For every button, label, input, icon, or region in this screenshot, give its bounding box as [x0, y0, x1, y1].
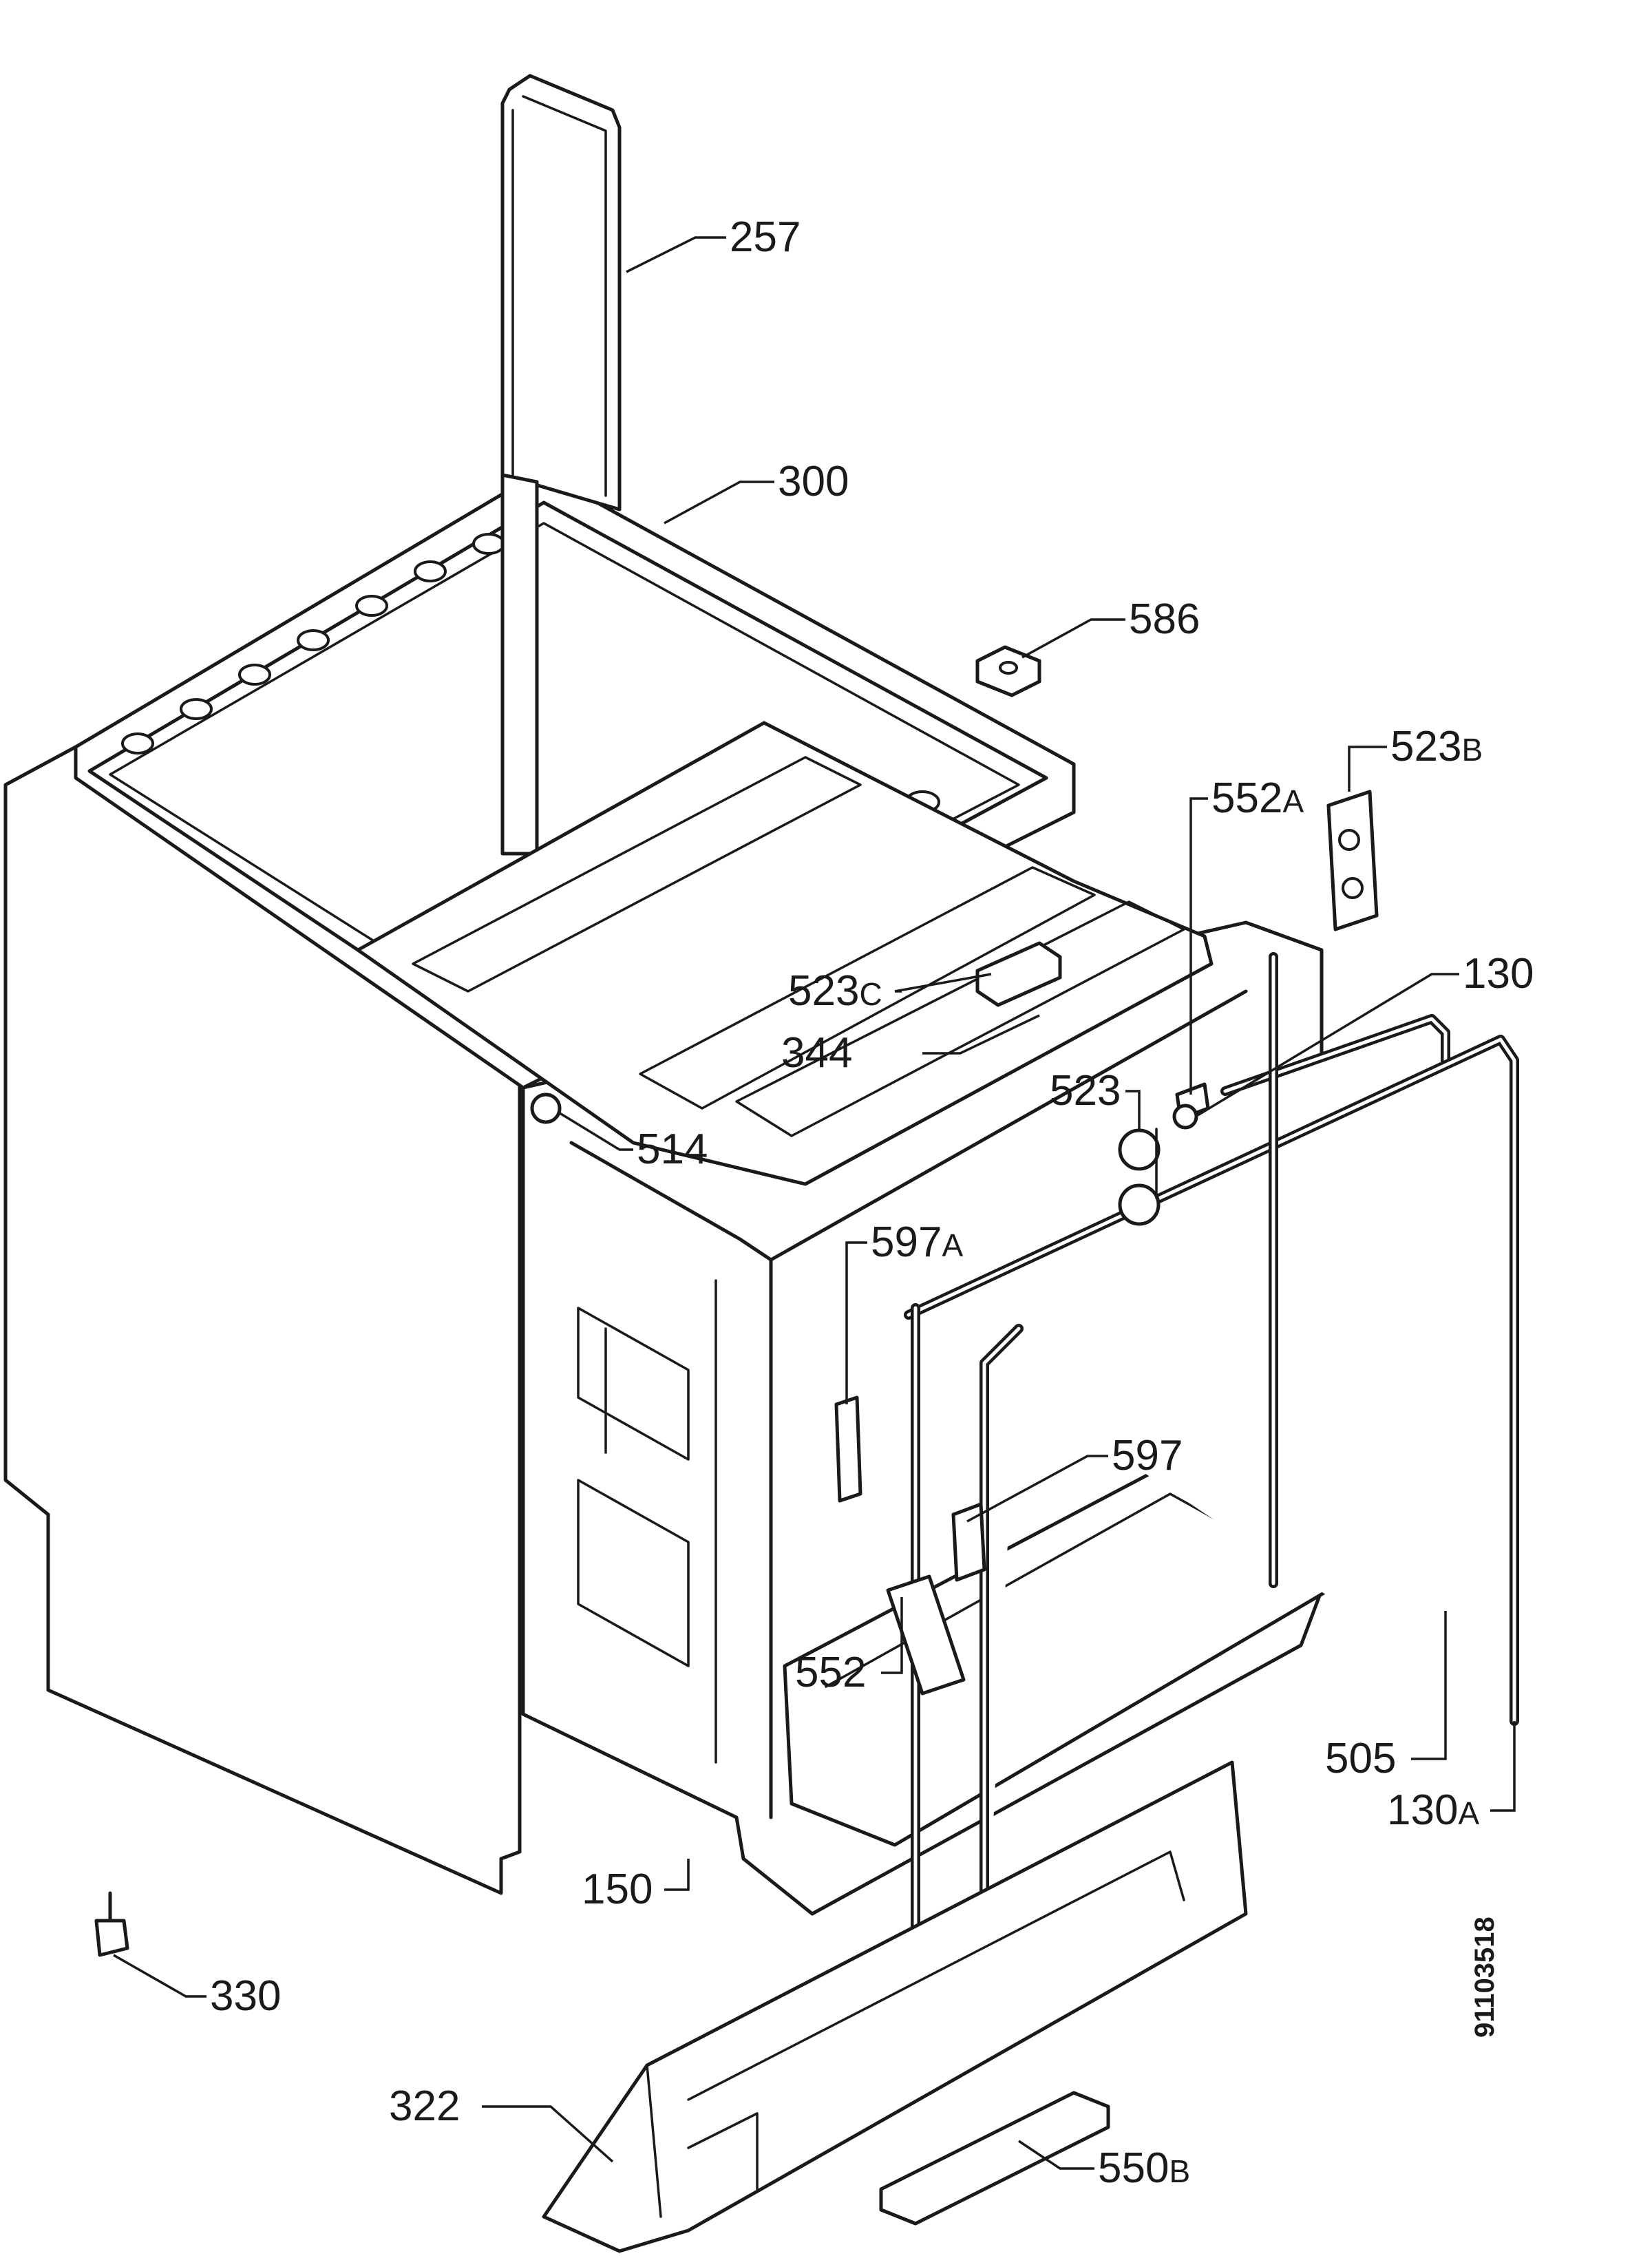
- callout-597a: 597A: [871, 1218, 963, 1266]
- callout-150: 150: [582, 1866, 653, 1913]
- callout-552a: 552A: [1211, 774, 1304, 822]
- callout-257: 257: [730, 213, 801, 261]
- callout-322: 322: [389, 2082, 460, 2130]
- callout-550b: 550B: [1098, 2144, 1190, 2192]
- callout-597: 597: [1112, 1432, 1183, 1479]
- latch-part-597: [951, 1502, 986, 1582]
- callout-514: 514: [637, 1126, 708, 1173]
- callout-300: 300: [778, 458, 849, 505]
- document-number: 91103518: [1470, 1917, 1500, 2038]
- callout-586: 586: [1129, 595, 1200, 643]
- door-seal-part-130a: [904, 1035, 1519, 1726]
- tub-body-part-150: [356, 721, 1331, 1916]
- latch-part-597a: [834, 1395, 862, 1503]
- callout-labels: 257 300 586 523B 552A 130 523C 344 523 5…: [210, 213, 1534, 2192]
- callout-344: 344: [781, 1029, 852, 1077]
- ring-part-130: [1172, 1104, 1198, 1130]
- callout-523c: 523C: [788, 967, 882, 1015]
- callout-505: 505: [1325, 1735, 1396, 1782]
- guide-rollers-part-523: [1118, 1128, 1161, 1226]
- callout-330: 330: [210, 1972, 281, 2020]
- callout-130: 130: [1463, 950, 1534, 998]
- callout-523: 523: [1050, 1067, 1121, 1115]
- clip-part-586: [975, 645, 1041, 697]
- leader-lines: [113, 236, 1516, 2170]
- callout-552: 552: [795, 1649, 866, 1696]
- base-frame-part-322: [542, 1760, 1248, 2253]
- rail-part-552: [886, 1574, 966, 1696]
- hinge-bracket-part-523c: [975, 941, 1062, 1007]
- bracket-part-550b: [879, 2091, 1110, 2226]
- callout-130a: 130A: [1387, 1786, 1479, 1834]
- support-bar-part-257: [500, 74, 622, 856]
- callout-523b: 523B: [1390, 723, 1483, 770]
- foot-part-330: [94, 1891, 129, 1957]
- plug-part-514: [530, 1093, 562, 1124]
- bracket-part-523b: [1326, 790, 1379, 931]
